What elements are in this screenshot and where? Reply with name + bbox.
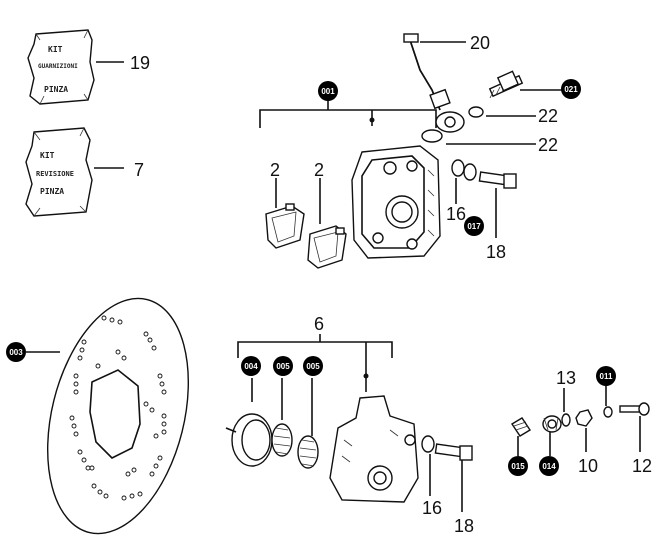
group-bracket-lower — [237, 341, 393, 358]
bleeder-cap — [511, 417, 531, 437]
badge-015: 015 — [508, 456, 528, 476]
bleeder-nut — [575, 409, 593, 427]
svg-text:014: 014 — [542, 462, 556, 471]
badge-014: 014 — [539, 456, 559, 476]
badge-005-b: 005 — [303, 356, 323, 376]
brake-disc — [46, 297, 190, 535]
brake-pad-left — [265, 203, 305, 249]
repair-kit-line-1: KIT — [40, 151, 55, 160]
caliper-bolt-lower — [434, 443, 473, 461]
washer-16-upper — [451, 159, 465, 177]
washer-22-upper — [468, 106, 484, 118]
pads-kit-line-2: GUARNIZIONI — [38, 63, 78, 70]
brake-pad-right — [307, 225, 347, 269]
badge-011: 011 — [596, 366, 616, 386]
label-13: 13 — [556, 368, 576, 388]
svg-text:004: 004 — [244, 362, 258, 371]
label-12: 12 — [632, 456, 652, 476]
piston-seal-ring — [225, 413, 273, 467]
label-16-lower: 16 — [422, 498, 442, 518]
washer-22-lower — [421, 129, 443, 143]
label-2-right: 2 — [314, 160, 324, 180]
label-18-lower: 18 — [454, 516, 474, 536]
group-bracket-upper — [259, 109, 437, 128]
lower-caliper-body — [329, 395, 419, 503]
repair-kit-bag: KIT REVISIONE PINZA — [25, 127, 93, 217]
label-10: 10 — [578, 456, 598, 476]
upper-caliper-body — [351, 145, 441, 259]
label-22-lower: 22 — [538, 135, 558, 155]
pads-kit-bag: KIT GUARNIZIONI PINZA — [27, 29, 95, 105]
svg-text:005: 005 — [276, 362, 290, 371]
piston-b — [297, 435, 319, 469]
badge-001: 001 — [318, 81, 338, 101]
badge-021: 021 — [561, 79, 581, 99]
svg-text:017: 017 — [467, 222, 481, 231]
svg-text:003: 003 — [9, 348, 23, 357]
svg-text:011: 011 — [600, 372, 613, 381]
bleeder-screw — [619, 402, 650, 416]
badge-004: 004 — [241, 356, 261, 376]
pads-kit-line-1: KIT — [48, 45, 63, 54]
label-2-left: 2 — [270, 160, 280, 180]
small-oring — [603, 406, 613, 418]
svg-text:021: 021 — [564, 85, 578, 94]
badge-003: 003 — [6, 342, 26, 362]
piston-a — [271, 423, 293, 457]
label-22-upper: 22 — [538, 106, 558, 126]
bleeder-sleeve — [542, 415, 562, 433]
caliper-bolt-upper — [478, 171, 517, 189]
svg-text:015: 015 — [511, 462, 525, 471]
repair-kit-line-2: REVISIONE — [36, 170, 74, 178]
label-7: 7 — [134, 160, 144, 180]
banjo-bolt — [488, 70, 524, 99]
label-16-upper: 16 — [446, 204, 466, 224]
svg-text:001: 001 — [321, 87, 335, 96]
label-18-upper: 18 — [486, 242, 506, 262]
label-19: 19 — [130, 53, 150, 73]
pads-kit-line-3: PINZA — [44, 85, 68, 94]
badge-017: 017 — [464, 216, 484, 236]
washer-16-lower — [421, 435, 435, 453]
brake-hose — [403, 33, 465, 133]
label-20: 20 — [470, 33, 490, 53]
bleeder-washer — [561, 413, 571, 427]
repair-kit-line-3: PINZA — [40, 187, 64, 196]
label-6: 6 — [314, 314, 324, 334]
svg-text:005: 005 — [306, 362, 320, 371]
badge-005-a: 005 — [273, 356, 293, 376]
